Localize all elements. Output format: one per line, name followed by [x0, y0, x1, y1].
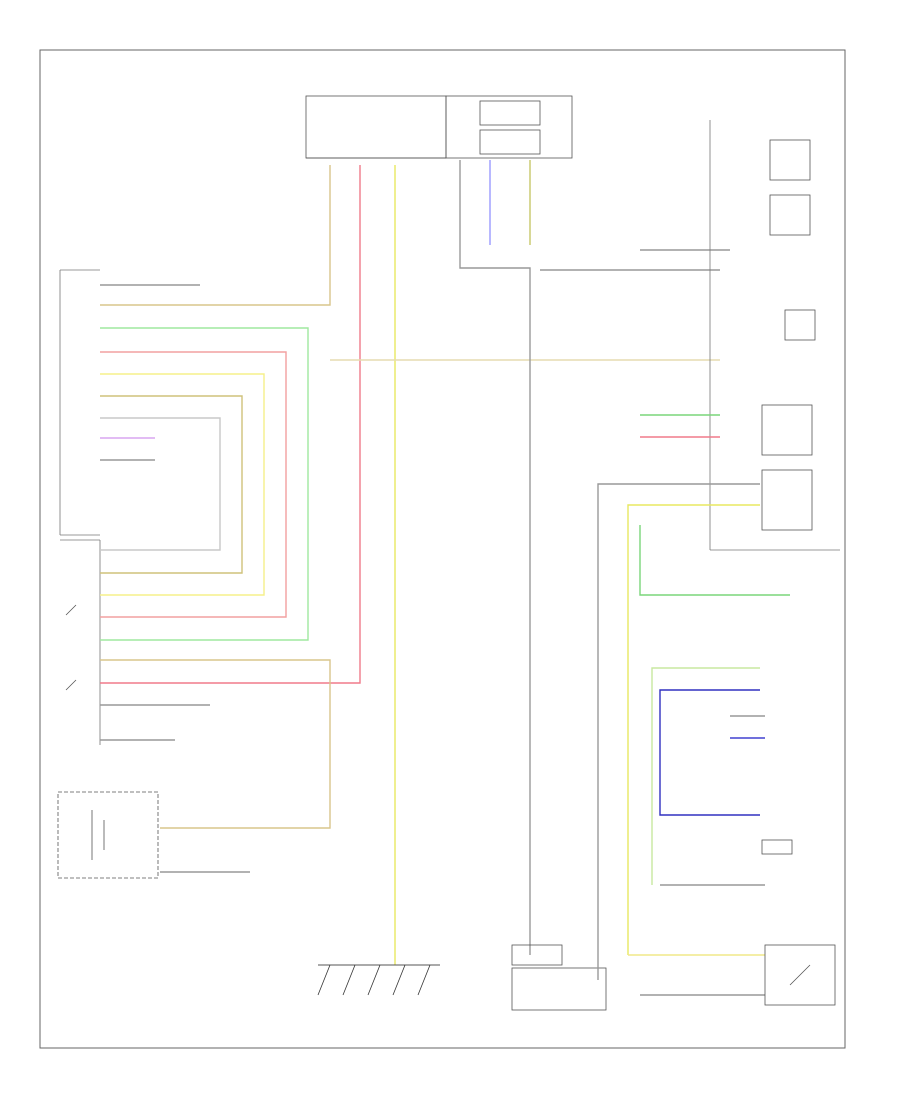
diagram-frame: [39, 49, 846, 1049]
combination-meter: [709, 120, 840, 551]
wire-group-vertical: [100, 160, 720, 965]
tdms-indicator: [57, 791, 159, 879]
seat-belt-control-unit: [59, 269, 100, 536]
tdms-unit: [60, 539, 101, 745]
tdms-switch: [65, 604, 77, 691]
passenger-seat-sensor: [761, 839, 793, 855]
wire-group-left: [100, 165, 331, 641]
center-panel: [511, 885, 607, 1011]
seat-heater-unit: [764, 944, 836, 1006]
wire-group-right: [597, 414, 790, 996]
ground-junction: [317, 964, 440, 996]
center-junction: [459, 160, 730, 955]
fuse-block-top: [305, 95, 573, 159]
